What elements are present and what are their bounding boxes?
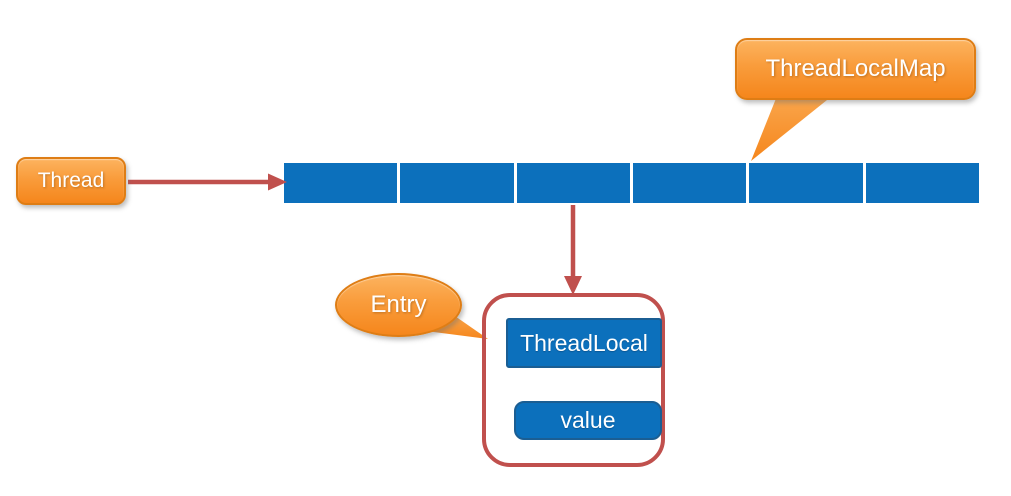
thread-to-array-arrow — [128, 173, 287, 191]
thread-node: Thread — [16, 157, 126, 205]
value-box-label: value — [560, 407, 616, 433]
array-cell — [749, 163, 866, 203]
threadlocalmap-callout: ThreadLocalMap — [735, 38, 976, 100]
array-cell — [517, 163, 633, 203]
threadlocalmap-callout-tail — [751, 96, 832, 161]
value-box: value — [514, 401, 662, 440]
threadlocalmap-array — [284, 163, 979, 203]
array-cell — [400, 163, 517, 203]
threadlocalmap-callout-label: ThreadLocalMap — [765, 55, 946, 82]
threadlocal-box: ThreadLocal — [506, 318, 662, 368]
entry-callout-label: Entry — [370, 291, 427, 318]
thread-node-label: Thread — [37, 169, 105, 192]
array-to-entry-arrow — [564, 205, 582, 295]
array-cell — [284, 163, 401, 203]
entry-callout: Entry — [335, 273, 462, 337]
array-cell — [633, 163, 750, 203]
threadlocal-box-label: ThreadLocal — [520, 329, 648, 356]
array-cell — [866, 163, 979, 203]
entry-box — [482, 293, 665, 467]
